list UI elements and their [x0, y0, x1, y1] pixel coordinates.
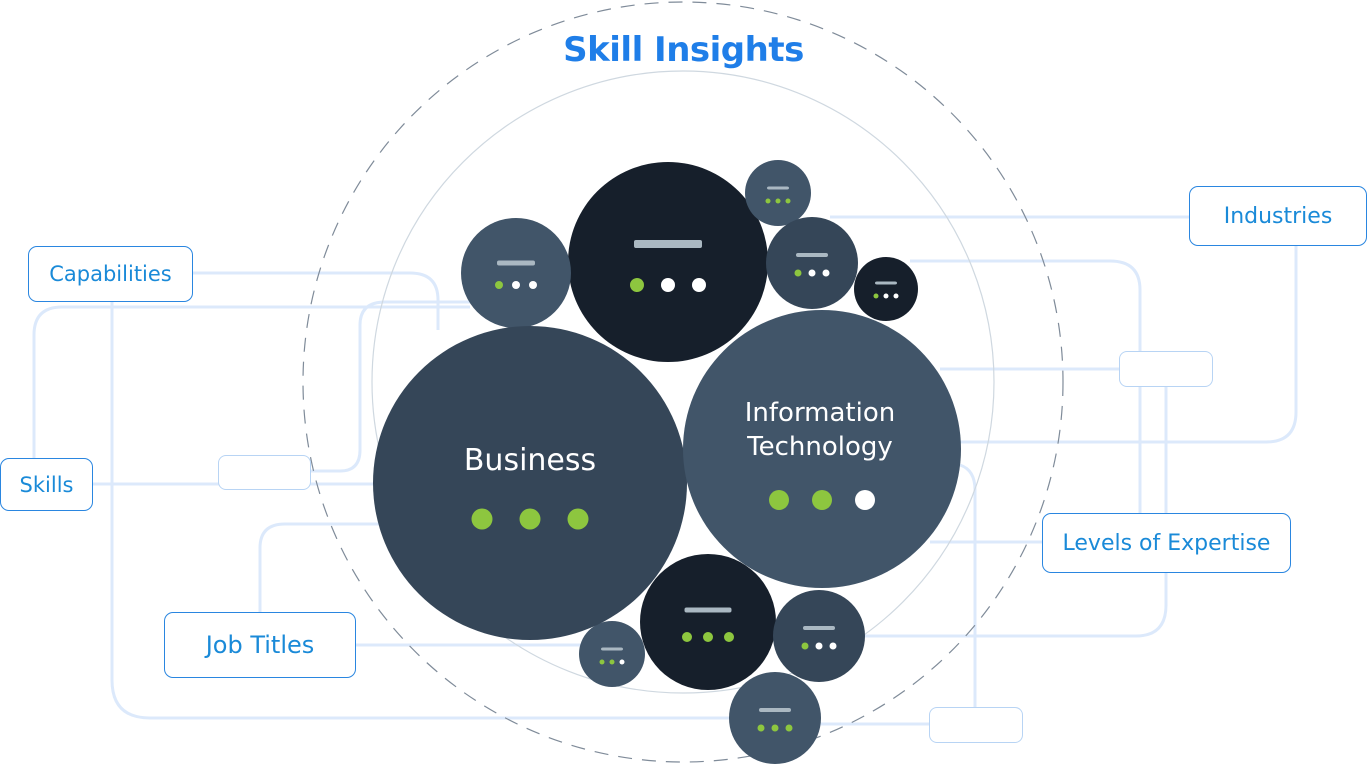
status-dot-green: [785, 198, 791, 204]
bubble-it-label-line1: Information: [744, 398, 896, 428]
label-text: Industries: [1223, 203, 1333, 229]
bubble-circle: [568, 162, 768, 362]
bubble-business-label: Business: [463, 443, 597, 478]
bubble-title-bar: [803, 626, 835, 630]
bubble-bottom-dark[interactable]: [640, 554, 776, 690]
status-dot-white: [855, 490, 875, 510]
status-dot-green: [471, 508, 493, 530]
bubble-circle: [854, 257, 918, 321]
status-dot-green: [771, 724, 779, 732]
status-dot-green: [724, 632, 734, 642]
status-dot-green: [757, 724, 765, 732]
connector-line: [860, 386, 1168, 638]
bubble-title-bar: [875, 281, 897, 285]
status-dot-green: [812, 490, 832, 510]
bubble-circle: [729, 672, 821, 764]
status-dot-white: [692, 278, 706, 292]
label-text: Job Titles: [205, 631, 315, 659]
bubble-top-right-dark-small[interactable]: [854, 257, 918, 321]
connector-line: [959, 463, 977, 708]
bubble-bottom-slate[interactable]: [729, 672, 821, 764]
bubble-circle: [373, 326, 687, 640]
connector-line: [192, 271, 440, 330]
bubble-circle: [461, 218, 571, 328]
page-title: Skill Insights: [563, 30, 804, 70]
status-dot-white: [619, 659, 625, 665]
inner-ring: [371, 70, 995, 694]
status-dot-green: [769, 490, 789, 510]
bubble-top-small-slate[interactable]: [745, 160, 811, 226]
bubble-title-bar: [684, 607, 732, 613]
empty-node-right: [1119, 351, 1213, 387]
status-dot-white: [829, 642, 837, 650]
status-dot-green: [873, 293, 879, 299]
status-dot-white: [808, 269, 816, 277]
status-dot-white: [661, 278, 675, 292]
bubble-bottom-left-small[interactable]: [579, 621, 645, 687]
label-industries[interactable]: Industries: [1189, 186, 1367, 246]
connector-line: [258, 522, 380, 612]
connector-line: [110, 302, 760, 720]
status-dot-green: [682, 632, 692, 642]
status-dot-green: [495, 281, 503, 289]
connector-line: [32, 305, 470, 460]
bubble-business[interactable]: [373, 326, 687, 640]
label-levels-of-expertise[interactable]: Levels of Expertise: [1042, 513, 1291, 573]
bubble-information-technology[interactable]: [683, 310, 961, 588]
connector-line: [910, 259, 1142, 513]
empty-node-left: [218, 455, 311, 490]
status-dot-green: [775, 198, 781, 204]
bubble-it-label-line2: Technology: [747, 432, 893, 462]
bubble-circle: [640, 554, 776, 690]
status-dot-green: [801, 642, 809, 650]
bubble-circle: [745, 160, 811, 226]
bubble-title-bar: [759, 708, 791, 712]
bubble-title-bar: [497, 260, 535, 266]
bubble-top-dark-large[interactable]: [568, 162, 768, 362]
label-text: Capabilities: [49, 262, 172, 286]
status-dot-green: [703, 632, 713, 642]
status-dot-green: [794, 269, 802, 277]
bubble-top-left-slate[interactable]: [461, 218, 571, 328]
status-dot-green: [567, 508, 589, 530]
bubble-circle: [773, 590, 865, 682]
bubble-title-bar: [601, 647, 623, 651]
status-dot-green: [785, 724, 793, 732]
bubble-title-bar: [634, 240, 702, 248]
bubble-bottom-right-mid[interactable]: [773, 590, 865, 682]
label-skills[interactable]: Skills: [0, 458, 93, 511]
status-dot-white: [512, 281, 520, 289]
status-dot-green: [630, 278, 644, 292]
bubble-circle: [683, 310, 961, 588]
connector-line: [960, 246, 1298, 444]
empty-node-bottom: [929, 707, 1023, 743]
bubble-top-right-mid[interactable]: [766, 217, 858, 309]
label-job-titles[interactable]: Job Titles: [164, 612, 356, 678]
bubble-circle: [579, 621, 645, 687]
status-dot-white: [815, 642, 823, 650]
bubble-circle: [766, 217, 858, 309]
status-dot-green: [599, 659, 605, 665]
outer-dashed-ring: [302, 1, 1064, 763]
status-dot-green: [765, 198, 771, 204]
status-dot-white: [822, 269, 830, 277]
status-dot-green: [609, 659, 615, 665]
bubble-title-bar: [796, 253, 828, 257]
label-text: Skills: [19, 472, 74, 497]
bubble-it-label: Information Technology: [720, 396, 920, 464]
connector-line: [310, 300, 470, 473]
bubble-title-bar: [767, 186, 789, 190]
label-capabilities[interactable]: Capabilities: [28, 246, 193, 302]
status-dot-green: [519, 508, 541, 530]
status-dot-white: [893, 293, 899, 299]
status-dot-white: [529, 281, 537, 289]
status-dot-white: [883, 293, 889, 299]
label-text: Levels of Expertise: [1062, 530, 1271, 556]
